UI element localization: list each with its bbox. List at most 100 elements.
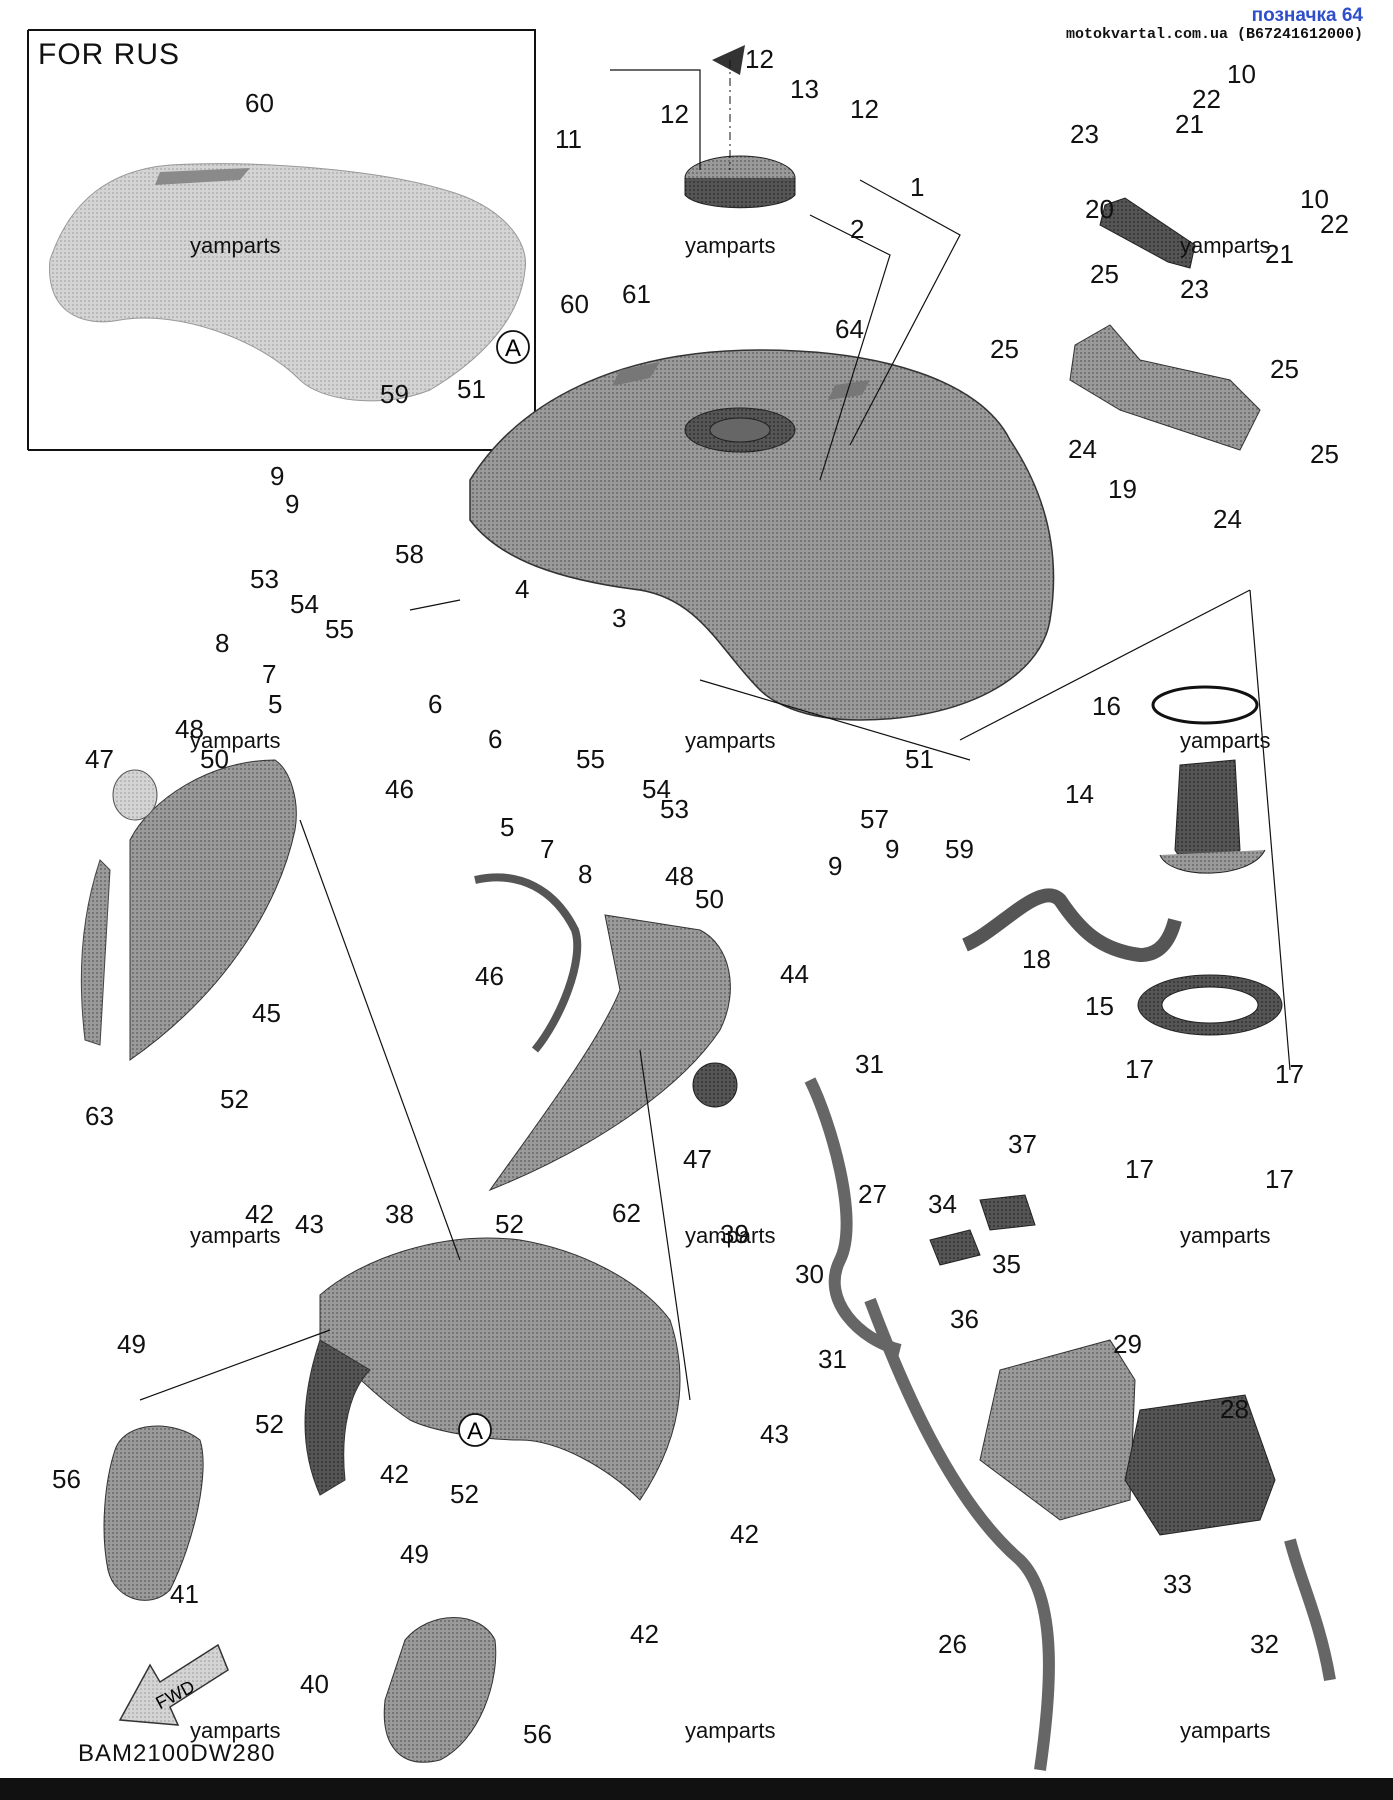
intake-cover-40	[383, 1617, 497, 1763]
callout-label: 42	[630, 1619, 659, 1649]
callout-label: 12	[850, 94, 879, 124]
callout-label: 28	[1220, 1394, 1249, 1424]
callout-label: 24	[1068, 434, 1097, 464]
callout-label: 12	[660, 99, 689, 129]
bottom-bar	[0, 1778, 1393, 1800]
callout-label: 4	[515, 574, 529, 604]
callout-label: 22	[1192, 84, 1221, 114]
callout-label: 54	[290, 589, 319, 619]
callout-label: 35	[992, 1249, 1021, 1279]
callout-label: 55	[325, 614, 354, 644]
callout-label: 18	[1022, 944, 1051, 974]
callout-label: 63	[85, 1101, 114, 1131]
callout-label: 17	[1275, 1059, 1304, 1089]
callout-label: 45	[252, 998, 281, 1028]
callout-label: 1	[910, 172, 924, 202]
callout-label: 5	[500, 812, 514, 842]
callout-label: 9	[270, 461, 284, 491]
callout-label: 17	[1125, 1154, 1154, 1184]
mounting-bracket	[1069, 197, 1261, 451]
intake-cover-41	[103, 1425, 204, 1601]
watermark: yamparts	[190, 728, 280, 753]
callout-label: 52	[255, 1409, 284, 1439]
callout-label: 50	[695, 884, 724, 914]
callout-label: 41	[170, 1579, 199, 1609]
callout-label: 8	[215, 628, 229, 658]
left-side-cover	[80, 759, 297, 1061]
inset-tank-illustration	[49, 163, 527, 402]
callout-label: 51	[905, 744, 934, 774]
for-rus-inset	[27, 29, 536, 451]
callout-label: 9	[885, 834, 899, 864]
callout-label: 29	[1113, 1329, 1142, 1359]
callout-label: 14	[1065, 779, 1094, 809]
callout-label: 6	[488, 724, 502, 754]
callout-label: 48	[175, 714, 204, 744]
ref-marker-a-top: A	[496, 330, 530, 364]
callout-label: 27	[858, 1179, 887, 1209]
callout-label: 17	[1265, 1164, 1294, 1194]
callout-label: 54	[642, 774, 671, 804]
callout-label: 47	[683, 1144, 712, 1174]
watermark: yamparts	[1180, 728, 1270, 753]
callout-label: 22	[1320, 209, 1349, 239]
callout-label: 43	[295, 1209, 324, 1239]
watermark: yamparts	[190, 1223, 280, 1248]
callout-label: 42	[380, 1459, 409, 1489]
callout-label: 59	[380, 379, 409, 409]
callout-label: 62	[612, 1198, 641, 1228]
watermark: yamparts	[1180, 1223, 1270, 1248]
callout-label: 51	[457, 374, 486, 404]
callout-label: 8	[578, 859, 592, 889]
watermark: yamparts	[1180, 1718, 1270, 1743]
callout-label: 9	[828, 851, 842, 881]
callout-label: 52	[495, 1209, 524, 1239]
callout-label: 46	[385, 774, 414, 804]
callout-label: 33	[1163, 1569, 1192, 1599]
callout-label: 34	[928, 1189, 957, 1219]
callout-label: 56	[523, 1719, 552, 1749]
callout-label: 10	[1300, 184, 1329, 214]
callout-label: 23	[1180, 274, 1209, 304]
ref-marker-a-bottom: A	[458, 1413, 492, 1447]
callout-label: 9	[285, 489, 299, 519]
callout-label: 20	[1085, 194, 1114, 224]
inset-title: FOR RUS	[38, 38, 180, 71]
diagram-code: BAM2100DW280	[78, 1740, 276, 1767]
callout-label: 56	[52, 1464, 81, 1494]
ref-marker-a-top-label: A	[505, 335, 521, 362]
watermark: yamparts	[190, 1718, 280, 1743]
canister	[979, 1339, 1276, 1536]
callout-label: 3	[612, 603, 626, 633]
hoses	[804, 1077, 1336, 1771]
page-reference-tag: позначка 64 motokvartal.com.ua (B6724161…	[1066, 6, 1363, 44]
front-cowl	[304, 1237, 681, 1501]
fuel-cap-assembly	[684, 45, 796, 209]
reference-source: motokvartal.com.ua (B67241612000)	[1065, 26, 1363, 43]
callout-label: 19	[1108, 474, 1137, 504]
callout-label: 30	[795, 1259, 824, 1289]
callout-label: 11	[555, 124, 582, 154]
callout-label: 53	[660, 794, 689, 824]
ref-marker-a-bottom-label: A	[467, 1418, 483, 1445]
callout-label: 25	[1090, 259, 1119, 289]
callout-label: 31	[818, 1344, 847, 1374]
callout-label: 60	[245, 88, 274, 118]
callout-labels: 6011121213121210222123102221232025252525…	[52, 44, 1349, 1749]
callout-label: 12	[745, 44, 774, 74]
watermark: yamparts	[685, 233, 775, 258]
callout-label: 47	[85, 744, 114, 774]
callout-label: 42	[730, 1519, 759, 1549]
callout-label: 2	[850, 214, 864, 244]
callout-label: 24	[1213, 504, 1242, 534]
callout-label: 55	[576, 744, 605, 774]
watermark: yamparts	[190, 233, 280, 258]
callout-label: 60	[560, 289, 589, 319]
callout-label: 40	[300, 1669, 329, 1699]
watermark: yamparts	[685, 728, 775, 753]
watermark: yamparts	[685, 1223, 775, 1248]
callout-label: 39	[720, 1219, 749, 1249]
right-side-cover	[474, 873, 738, 1192]
callout-label: 25	[1270, 354, 1299, 384]
